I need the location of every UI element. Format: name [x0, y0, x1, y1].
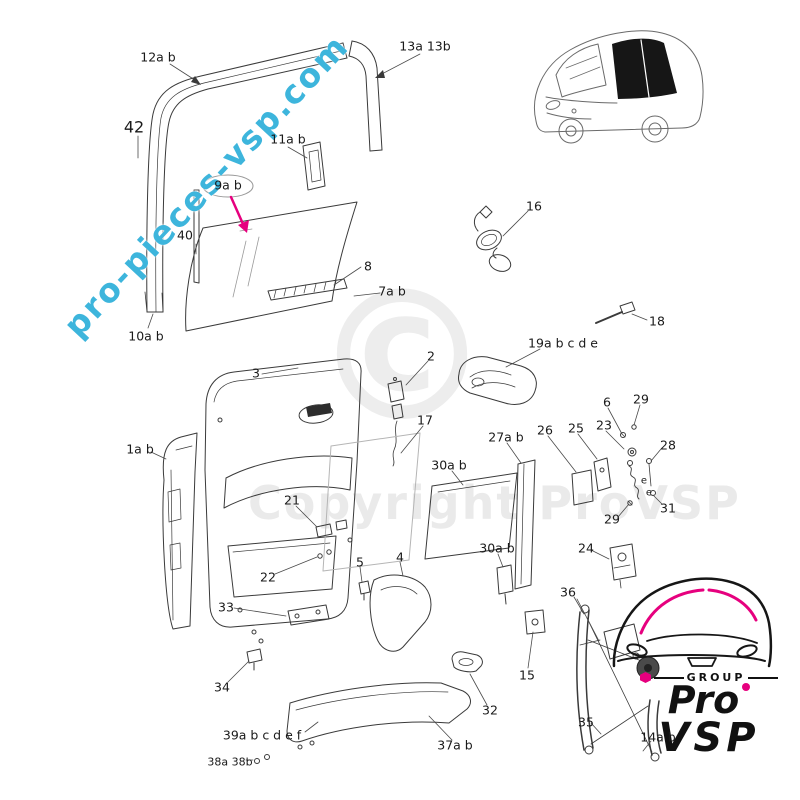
door-trim-panel [204, 358, 362, 628]
logo-pro-text: Pro [667, 678, 740, 722]
pull-handle-32 [451, 651, 483, 673]
accent-dot-icon [742, 683, 751, 691]
clip-21 [315, 519, 348, 538]
frame-bracket [302, 141, 326, 191]
logo-rule-left [654, 676, 684, 679]
screw-29-top [631, 424, 637, 430]
pin-fastener [595, 301, 636, 324]
brand-logo: GROUP Pro VSP [640, 671, 779, 761]
plate-26 [571, 469, 594, 506]
protective-film [322, 432, 421, 572]
window-glass [185, 201, 358, 332]
screws-38 [254, 754, 270, 764]
frame-strip [193, 189, 200, 284]
inner-handle-bezel [458, 356, 537, 405]
clip-15 [524, 609, 546, 635]
logo-group-text: GROUP [686, 671, 746, 684]
bracket-33 [251, 604, 330, 644]
logo-vsp-text: VSP [658, 715, 760, 761]
plate-25 [593, 457, 612, 492]
glass-pointer-arrow [229, 195, 249, 233]
lower-trim-39 [286, 682, 471, 750]
door-latch-24 [609, 543, 637, 589]
leader-lines [137, 53, 663, 761]
regulator-hardware-23 [627, 447, 640, 500]
copyright-text-watermark: Copyright ProVSP [248, 476, 741, 530]
pillar-trim-27 [514, 459, 536, 590]
logo-rule-right [748, 676, 779, 679]
brand-car-sketch [612, 577, 773, 668]
hexagon-icon [640, 672, 651, 683]
insulation-sheet [424, 472, 518, 560]
label-highlight-ellipse [202, 174, 254, 198]
pin-28 [646, 458, 652, 487]
vehicle-sketch [534, 30, 704, 144]
clip-5 [358, 580, 371, 601]
screws-22 [317, 549, 332, 559]
bracket-30ab [496, 564, 514, 605]
lock-cable [473, 205, 512, 272]
frame-corner-seal [348, 40, 383, 152]
window-switch [387, 377, 405, 467]
door-shell [162, 432, 198, 630]
window-regulator [576, 604, 662, 762]
scraper-strip [267, 278, 348, 301]
screw-29-bottom [627, 500, 633, 506]
window-frame-seal [144, 42, 348, 313]
armrest-handle-4 [369, 574, 432, 652]
logo-group-row: GROUP [640, 671, 779, 684]
logo-pro-row: Pro [640, 681, 778, 719]
clip-34 [246, 648, 263, 671]
